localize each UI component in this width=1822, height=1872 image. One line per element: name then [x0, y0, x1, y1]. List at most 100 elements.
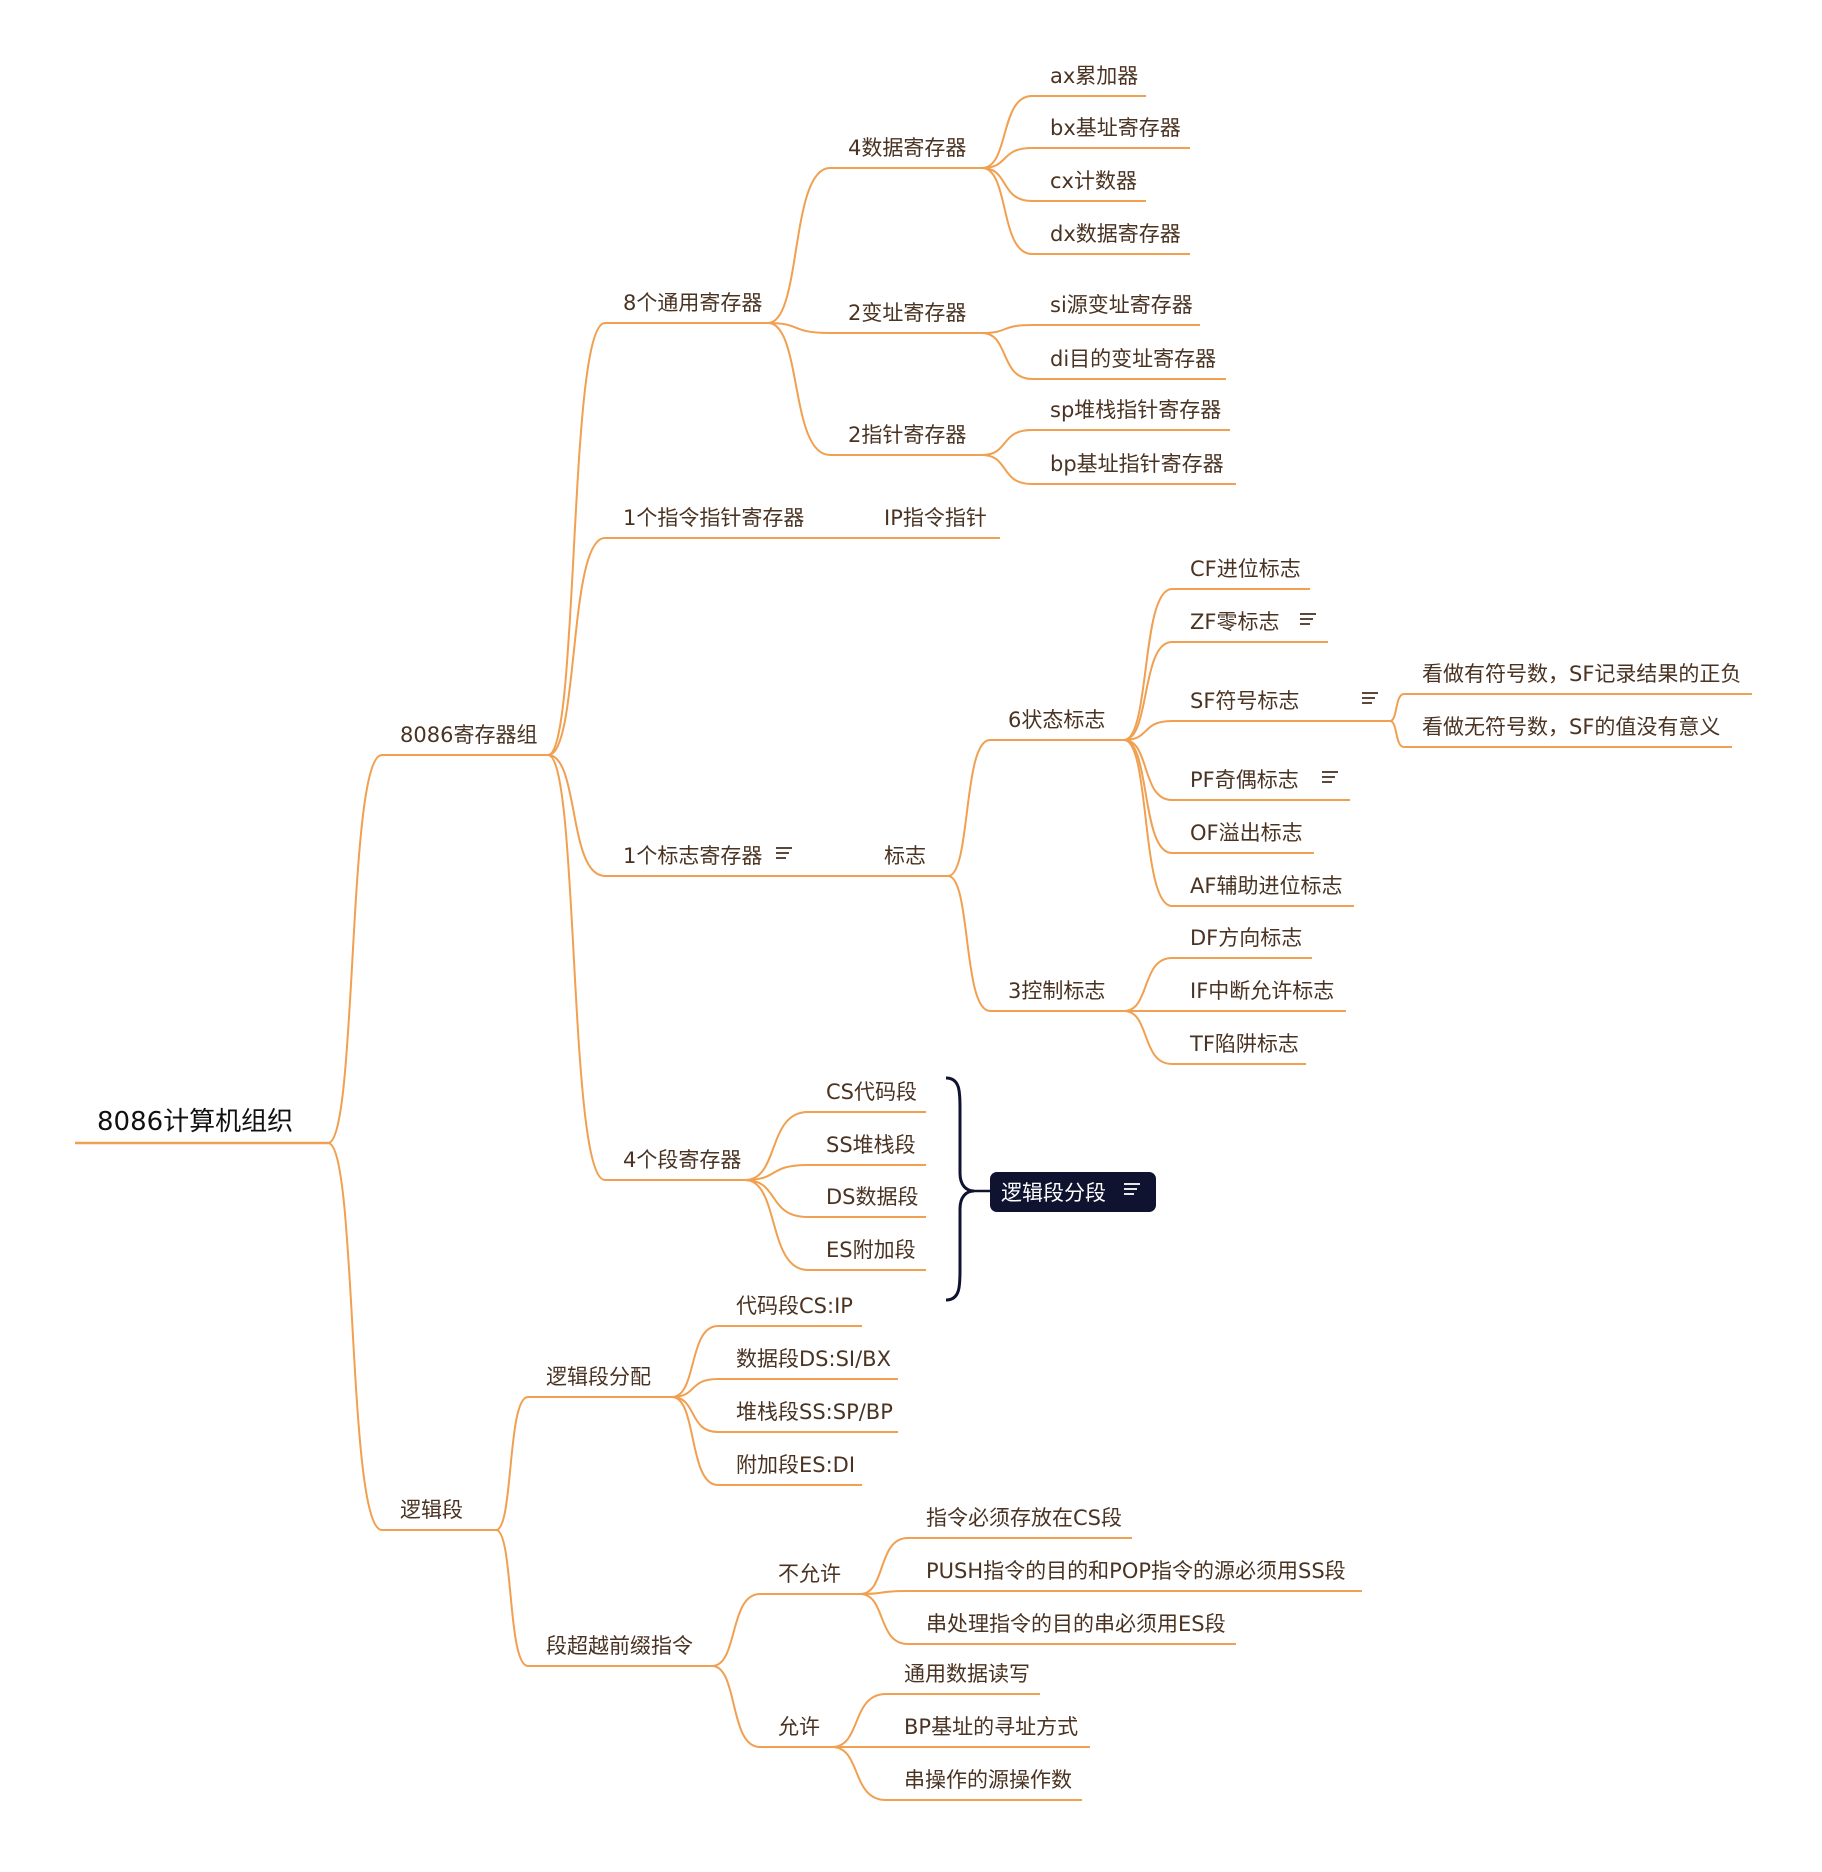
topic-af[interactable]: AF辅助进位标志	[1172, 874, 1354, 907]
topic-label: cx计数器	[1050, 169, 1137, 193]
topic-idx2[interactable]: 2变址寄存器	[830, 301, 982, 334]
topic-deny[interactable]: 不允许	[760, 1562, 860, 1595]
topic-logic[interactable]: 逻辑段	[382, 1498, 496, 1531]
topic-deny3[interactable]: 串处理指令的目的串必须用ES段	[908, 1612, 1236, 1645]
topic-label: 指令必须存放在CS段	[926, 1506, 1122, 1530]
topic-ptr2[interactable]: 2指针寄存器	[830, 423, 982, 456]
topic-flagreg[interactable]: 1个标志寄存器	[605, 844, 804, 877]
topic-label: 3控制标志	[1008, 979, 1105, 1003]
topic-sf-unsigned[interactable]: 看做无符号数，SF的值没有意义	[1404, 715, 1732, 748]
topic-zf[interactable]: ZF零标志	[1172, 610, 1328, 643]
topic-label: PUSH指令的目的和POP指令的源必须用SS段	[926, 1559, 1346, 1583]
topic-dx[interactable]: dx数据寄存器	[1032, 222, 1190, 255]
topic-label: CS代码段	[826, 1080, 917, 1104]
branch-link	[981, 454, 1033, 485]
topic-sp[interactable]: sp堆栈指针寄存器	[1032, 398, 1230, 431]
branch-link	[1123, 641, 1173, 741]
notes-icon[interactable]	[1300, 613, 1316, 625]
topic-flag[interactable]: 标志	[866, 844, 948, 877]
topic-bx[interactable]: bx基址寄存器	[1032, 116, 1190, 149]
topic-data-ds[interactable]: 数据段DS:SI/BX	[718, 1347, 898, 1380]
topic-cf[interactable]: CF进位标志	[1172, 557, 1310, 590]
branch-link	[547, 322, 606, 756]
topic-di[interactable]: di目的变址寄存器	[1032, 347, 1226, 380]
topic-df[interactable]: DF方向标志	[1172, 926, 1312, 959]
topic-label: 附加段ES:DI	[736, 1453, 855, 1477]
branch-link	[981, 429, 1033, 456]
topic-label: 1个指令指针寄存器	[623, 506, 804, 530]
topic-es[interactable]: ES附加段	[808, 1238, 926, 1271]
branch-link	[547, 537, 606, 756]
topic-allow3[interactable]: 串操作的源操作数	[886, 1768, 1082, 1801]
notes-icon[interactable]	[776, 847, 792, 859]
summary-topic[interactable]: 逻辑段分段	[990, 1172, 1156, 1212]
summary-brace	[945, 1076, 990, 1302]
branch-link	[744, 1111, 809, 1181]
topic-label: 数据段DS:SI/BX	[736, 1347, 891, 1371]
topic-ss[interactable]: SS堆栈段	[808, 1133, 926, 1166]
topic-label: 4数据寄存器	[848, 136, 966, 160]
notes-icon[interactable]	[1322, 771, 1338, 783]
topic-deny1[interactable]: 指令必须存放在CS段	[908, 1506, 1132, 1539]
branch-link	[671, 1325, 719, 1398]
topic-stack-ss[interactable]: 堆栈段SS:SP/BP	[718, 1400, 898, 1433]
topic-allow2[interactable]: BP基址的寻址方式	[886, 1715, 1090, 1748]
topic-sf[interactable]: SF符号标志	[1172, 689, 1390, 722]
topic-status6[interactable]: 6状态标志	[990, 708, 1124, 741]
topic-label: DS数据段	[826, 1185, 919, 1209]
topic-alloc[interactable]: 逻辑段分配	[528, 1365, 672, 1398]
topic-label: dx数据寄存器	[1050, 222, 1181, 246]
topic-extra-es[interactable]: 附加段ES:DI	[718, 1453, 862, 1486]
topic-si[interactable]: si源变址寄存器	[1032, 293, 1200, 326]
topic-label: 6状态标志	[1008, 708, 1105, 732]
topic-cx[interactable]: cx计数器	[1032, 169, 1146, 202]
branch-link	[547, 754, 606, 877]
topic-label: 逻辑段分配	[546, 1365, 651, 1389]
topic-label: ax累加器	[1050, 64, 1138, 88]
topic-ctrl3[interactable]: 3控制标志	[990, 979, 1124, 1012]
topic-bp[interactable]: bp基址指针寄存器	[1032, 452, 1236, 485]
topic-pf[interactable]: PF奇偶标志	[1172, 768, 1350, 801]
topic-label: 2指针寄存器	[848, 423, 966, 447]
branch-link	[1123, 588, 1173, 741]
topic-ds[interactable]: DS数据段	[808, 1185, 926, 1218]
root-topic[interactable]: 8086计算机组织	[75, 1107, 328, 1145]
topic-deny2[interactable]: PUSH指令的目的和POP指令的源必须用SS段	[908, 1559, 1362, 1592]
topic-segreg[interactable]: 4个段寄存器	[605, 1148, 745, 1181]
topic-code-cs[interactable]: 代码段CS:IP	[718, 1294, 862, 1327]
topic-override[interactable]: 段超越前缀指令	[528, 1634, 712, 1667]
topic-gp[interactable]: 8个通用寄存器	[605, 291, 768, 324]
topic-label: ZF零标志	[1190, 610, 1279, 634]
branch-link	[981, 167, 1033, 202]
topic-label: 看做有符号数，SF记录结果的正负	[1422, 662, 1741, 686]
branch-link	[981, 95, 1033, 169]
topic-label: 通用数据读写	[904, 1662, 1030, 1686]
topic-ip[interactable]: IP指令指针	[866, 506, 1000, 539]
topic-if[interactable]: IF中断允许标志	[1172, 979, 1346, 1012]
topic-tf[interactable]: TF陷阱标志	[1172, 1032, 1306, 1065]
branch-link	[671, 1396, 719, 1486]
notes-icon[interactable]	[1362, 692, 1378, 704]
topic-label: TF陷阱标志	[1189, 1032, 1299, 1056]
notes-icon[interactable]	[1124, 1183, 1140, 1195]
branch-link	[495, 1396, 529, 1531]
topic-allow1[interactable]: 通用数据读写	[886, 1662, 1040, 1695]
topic-label: 不允许	[778, 1562, 841, 1586]
topic-registers[interactable]: 8086寄存器组	[382, 723, 548, 756]
topic-of[interactable]: OF溢出标志	[1172, 821, 1314, 854]
topic-label: 代码段CS:IP	[736, 1294, 853, 1318]
topic-data4[interactable]: 4数据寄存器	[830, 136, 982, 169]
branch-link	[859, 1590, 909, 1595]
branch-link	[1123, 957, 1173, 1012]
branch-link	[327, 754, 383, 1144]
topic-cs[interactable]: CS代码段	[808, 1080, 926, 1113]
topic-label: 堆栈段SS:SP/BP	[736, 1400, 893, 1424]
topic-allow[interactable]: 允许	[760, 1715, 832, 1748]
topic-ax[interactable]: ax累加器	[1032, 64, 1146, 97]
branch-link	[859, 1593, 909, 1645]
topic-sf-signed[interactable]: 看做有符号数，SF记录结果的正负	[1404, 662, 1752, 695]
branch-link	[547, 754, 606, 1181]
topic-ipreg[interactable]: 1个指令指针寄存器	[605, 506, 818, 539]
summary-box	[990, 1172, 1156, 1212]
